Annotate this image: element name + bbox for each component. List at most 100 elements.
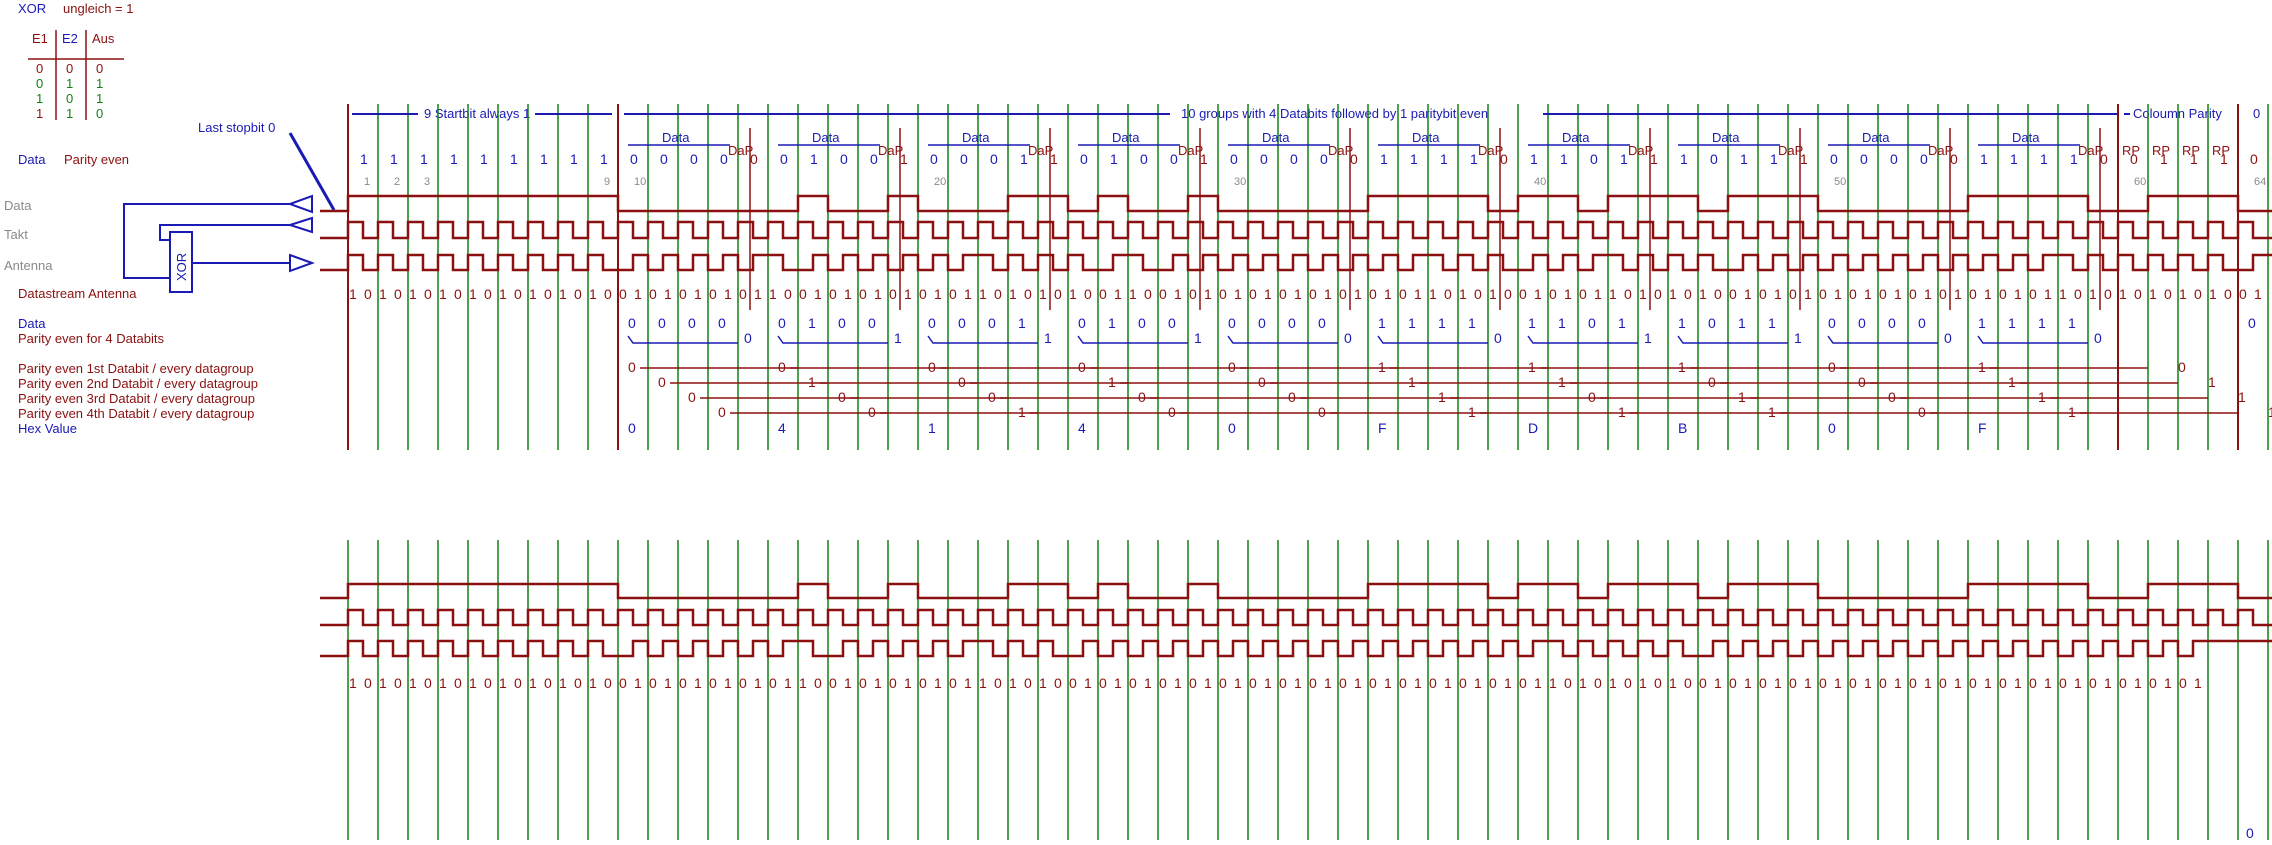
group-data-bit: 1 — [1468, 315, 1476, 331]
datastream-bit-bottom: 0 — [1969, 675, 1977, 691]
datastream-bit-bottom: 1 — [1084, 675, 1092, 691]
parity-1st-label: Parity even 1st Databit / every datagrou… — [18, 361, 254, 376]
xor-row-aus: 1 — [96, 76, 103, 91]
bit-value: 1 — [1380, 151, 1388, 167]
tick-label: 2 — [394, 176, 400, 188]
datastream-bit: 0 — [2194, 286, 2202, 302]
datastream-bit-bottom: 1 — [1444, 675, 1452, 691]
bit-value: 1 — [2190, 151, 2198, 167]
datastream-bit: 1 — [694, 286, 702, 302]
datastream-bit: 0 — [919, 286, 927, 302]
datastream-bit-bottom: 0 — [1849, 675, 1857, 691]
datastream-bit: 0 — [1519, 286, 1527, 302]
datastream-bit-bottom: 0 — [484, 675, 492, 691]
datastream-bit-bottom: 1 — [694, 675, 702, 691]
group-data-bit: 0 — [1828, 315, 1836, 331]
datastream-bit-bottom: 1 — [2074, 675, 2082, 691]
parity-4-label: Parity even for 4 Databits — [18, 331, 164, 346]
column-parity-bit: 0 — [718, 404, 726, 420]
bit-value: 0 — [750, 151, 758, 167]
datastream-bit-bottom: 1 — [1609, 675, 1617, 691]
bit-value: 1 — [1530, 151, 1538, 167]
column-parity-bit: 0 — [868, 404, 876, 420]
group-parity-bracket — [1227, 335, 1338, 344]
datastream-bit: 1 — [1534, 286, 1542, 302]
datastream-bit-bottom: 1 — [1984, 675, 1992, 691]
datastream-bit: 0 — [1249, 286, 1257, 302]
datastream-bit-bottom: 0 — [1684, 675, 1692, 691]
column-parity-bit: 0 — [928, 359, 936, 375]
group-parity-bit: 0 — [1494, 330, 1502, 346]
bit-value: 1 — [1440, 151, 1448, 167]
datastream-bit: 0 — [889, 286, 897, 302]
datastream-bit: 0 — [454, 286, 462, 302]
datastream-bit-bottom: 0 — [1759, 675, 1767, 691]
datastream-bit-bottom: 1 — [469, 675, 477, 691]
datastream-bit-bottom: 1 — [529, 675, 537, 691]
datastream-bit: 1 — [874, 286, 882, 302]
datastream-bit-bottom: 1 — [1804, 675, 1812, 691]
bit-value: 0 — [1590, 151, 1598, 167]
bit-value: 1 — [1620, 151, 1628, 167]
xor-header-e1: E1 — [32, 31, 48, 46]
datastream-bit-bottom: 0 — [1099, 675, 1107, 691]
bit-value: 0 — [930, 151, 938, 167]
datastream-bit-bottom: 1 — [1504, 675, 1512, 691]
datastream-bit-bottom: 1 — [2194, 675, 2202, 691]
datastream-bit-bottom: 0 — [814, 675, 822, 691]
datastream-bit-bottom: 0 — [1399, 675, 1407, 691]
datastream-bit-bottom: 1 — [439, 675, 447, 691]
datastream-bit-bottom: 1 — [409, 675, 417, 691]
group-data-bit: 0 — [1078, 315, 1086, 331]
group-data-bit: 0 — [1288, 315, 1296, 331]
bit-value: 1 — [1470, 151, 1478, 167]
group-data-bit: 0 — [718, 315, 726, 331]
datastream-bit: 1 — [1984, 286, 1992, 302]
datastream-bit-bottom: 0 — [454, 675, 462, 691]
datastream-bit: 0 — [2029, 286, 2037, 302]
column-parity-bit: 1 — [1378, 359, 1386, 375]
tick-label: 50 — [1834, 176, 1846, 188]
data-waveform — [320, 194, 2272, 213]
group-parity-bracket — [1677, 335, 1788, 344]
datastream-bit-bottom: 1 — [1894, 675, 1902, 691]
antenna-output-triangle — [289, 253, 315, 273]
hex-value: 4 — [778, 420, 786, 436]
tick-label: 1 — [364, 176, 370, 188]
datastream-bit: 0 — [1879, 286, 1887, 302]
group-parity-bit: 1 — [1794, 330, 1802, 346]
group-data-bit: 0 — [628, 315, 636, 331]
bit-value: 1 — [900, 151, 908, 167]
datastream-bit-bottom: 1 — [1549, 675, 1557, 691]
datastream-bit-bottom: 0 — [1189, 675, 1197, 691]
hex-value: 4 — [1078, 420, 1086, 436]
datastream-bit: 0 — [1144, 286, 1152, 302]
tick-label: 64 — [2254, 176, 2266, 188]
bit-value: 1 — [1650, 151, 1658, 167]
datastream-bit-bottom: 0 — [424, 675, 432, 691]
datastream-bit: 0 — [994, 286, 1002, 302]
column-parity-bit: 0 — [838, 389, 846, 405]
datastream-bit-bottom: 0 — [1654, 675, 1662, 691]
datastream-bit-bottom: 1 — [1534, 675, 1542, 691]
datastream-bit-bottom: 0 — [1564, 675, 1572, 691]
group-data-label: Data — [662, 130, 690, 145]
datastream-bit-bottom: 1 — [1774, 675, 1782, 691]
datastream-bit-bottom: 0 — [2149, 675, 2157, 691]
bit-value: 0 — [1230, 151, 1238, 167]
datastream-bit-bottom: 0 — [1024, 675, 1032, 691]
datastream-bit-bottom: 0 — [1729, 675, 1737, 691]
datastream-bit-bottom: 0 — [829, 675, 837, 691]
group-parity-bit: 0 — [2094, 330, 2102, 346]
datastream-bit: 0 — [1654, 286, 1662, 302]
group-parity-bit: 1 — [1194, 330, 1202, 346]
group-data-bit: 0 — [868, 315, 876, 331]
bit-value: 1 — [1560, 151, 1568, 167]
group-dap-label: DaP — [728, 143, 753, 158]
group-data-bit: 0 — [1858, 315, 1866, 331]
bit-value: 0 — [1890, 151, 1898, 167]
datastream-bit: 1 — [1294, 286, 1302, 302]
last-stopbit-label: Last stopbit 0 — [198, 120, 275, 135]
datastream-bit: 0 — [1054, 286, 1062, 302]
datastream-bit: 1 — [1414, 286, 1422, 302]
